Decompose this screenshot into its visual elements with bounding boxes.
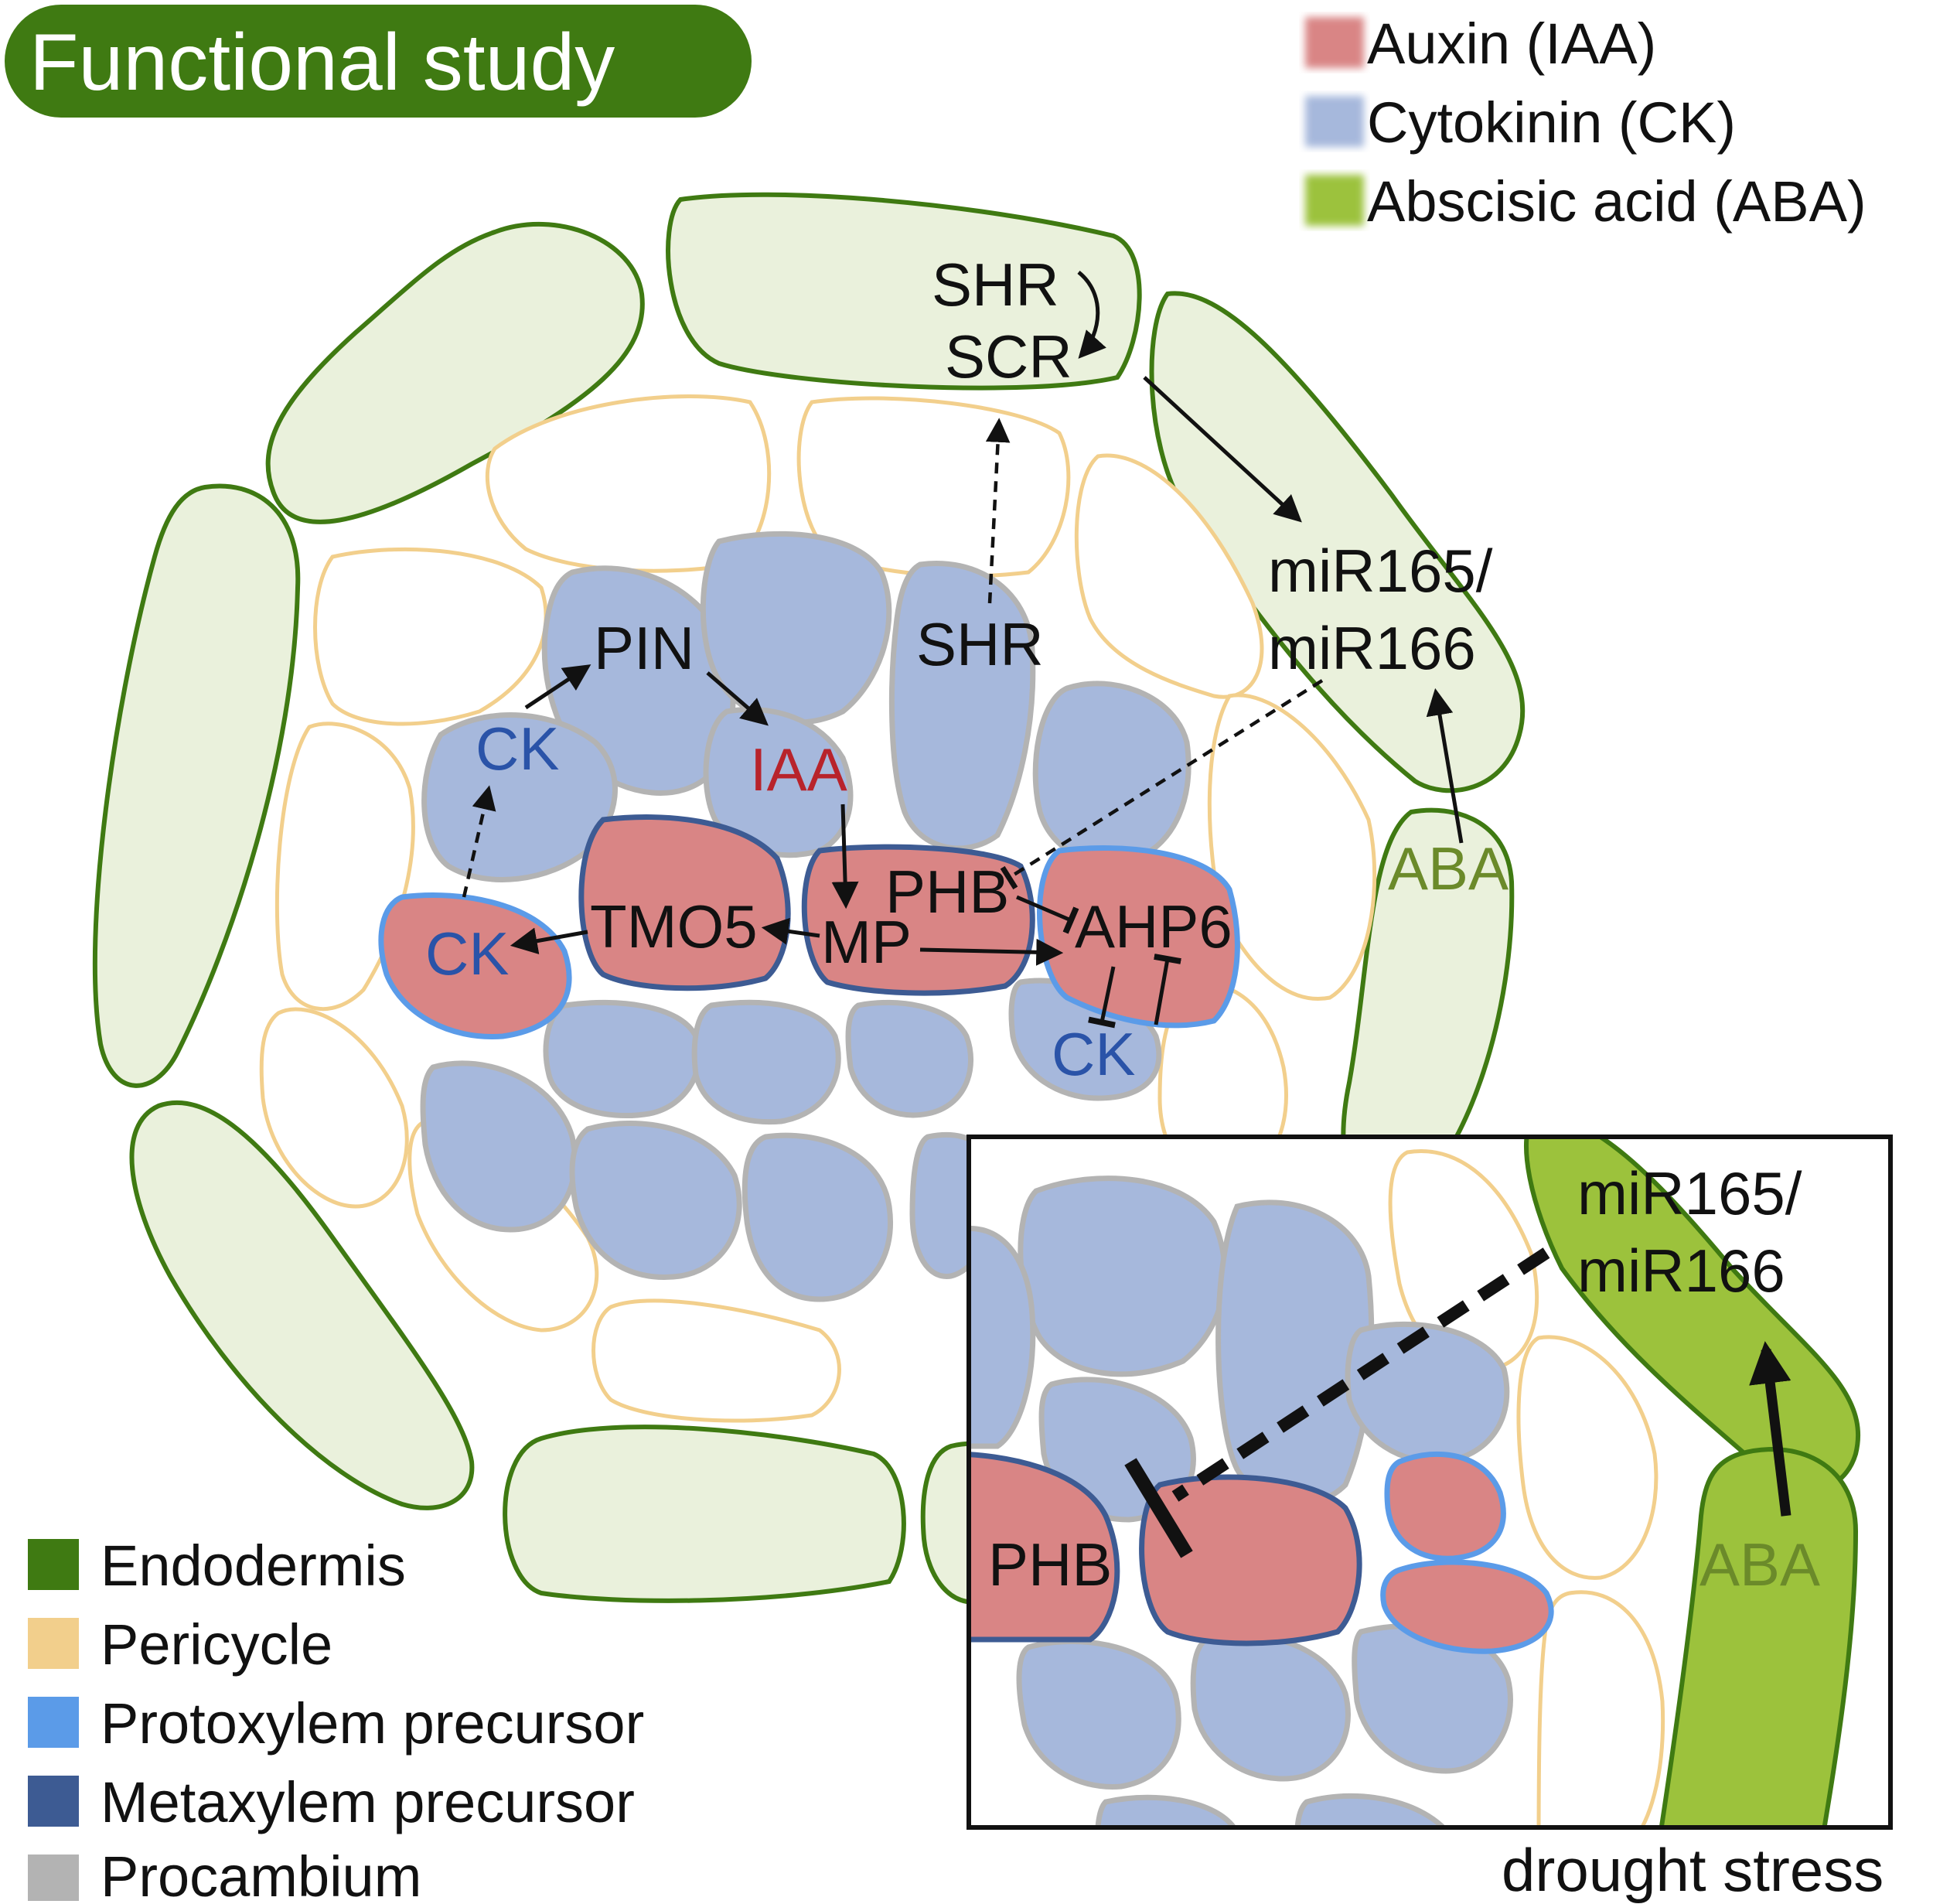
legend-swatch-cytokinin [1305, 96, 1364, 147]
label-phb: PHB [885, 858, 1009, 926]
inset-frame [966, 1135, 1893, 1830]
inhibit-ck-ahp6 [1154, 954, 1181, 1025]
inhibit-ahp6-ck [1088, 966, 1116, 1029]
arrow-shr-to-scr [1077, 271, 1106, 359]
endodermis-cell-top [666, 192, 1142, 391]
dashed-arrow-shr-to-scr [985, 418, 1011, 604]
inset-protoxylem-cell-lower [1380, 1559, 1554, 1654]
dashed-inhibit-mir165-phb [1000, 679, 1324, 890]
inset-inhibition-bar [1124, 1458, 1193, 1558]
procambium-cell-shr [888, 561, 1036, 851]
legend-label-endodermis: Endodermis [101, 1534, 406, 1598]
legend-label-procambium: Procambium [101, 1844, 421, 1904]
page-title: Functional study [29, 18, 615, 107]
label-shr-top: SHR [932, 251, 1059, 319]
legend-label-pericycle: Pericycle [101, 1612, 332, 1677]
label-mir166: miR166 [1268, 614, 1476, 682]
regulation-arrows [462, 271, 1464, 1029]
inset-metaxylem-cell-main [1139, 1474, 1362, 1646]
arrow-endodermis-to-mir165 [1143, 376, 1302, 523]
arrow-mp-to-ahp6 [919, 938, 1064, 966]
arrow-tmo5-to-ck [510, 927, 588, 954]
arrow-ck-to-pin [524, 664, 591, 710]
label-ck-right: CK [1052, 1020, 1135, 1088]
legend-label-aba: Abscisic acid (ABA) [1367, 169, 1867, 234]
inset-endodermis-cell-lower [1659, 1447, 1859, 1827]
legend-label-metaxylem: Metaxylem precursor [101, 1770, 635, 1834]
legend-swatch-auxin [1305, 17, 1364, 68]
endodermis-cell-lower-left [129, 1100, 475, 1510]
label-ahp6: AHP6 [1075, 892, 1232, 961]
label-mp: MP [821, 908, 912, 976]
main-labels: SHR SCR miR165/ miR166 PIN SHR CK IAA AB… [425, 251, 1509, 1088]
inhibit-phb-ahp6 [1016, 895, 1079, 934]
label-mir165: miR165/ [1268, 537, 1493, 605]
legend-swatch-aba [1305, 175, 1364, 226]
procambium-cell-right-upper [1032, 681, 1192, 865]
inset-label-phb: PHB [988, 1530, 1112, 1599]
label-ck-left: CK [425, 920, 509, 988]
pericycle-cells [259, 394, 1377, 1423]
legend-swatch-metaxylem [28, 1776, 79, 1827]
legend-label-auxin: Auxin (IAA) [1367, 12, 1656, 76]
metaxylem-cell-tmo5 [578, 814, 791, 991]
metaxylem-cell-mp [801, 844, 1035, 996]
legend-label-cytokinin: Cytokinin (CK) [1367, 90, 1736, 155]
inset-dashed-inhibit-mir165-phb [1171, 1247, 1550, 1502]
arrow-pin-to-iaa [706, 671, 769, 726]
inset-label-aba: ABA [1699, 1530, 1820, 1599]
inset-arrow-aba-to-mir165 [1749, 1341, 1792, 1517]
procambium-cell-top-center [700, 531, 892, 725]
arrow-iaa-to-mp [831, 804, 859, 909]
label-scr: SCR [945, 322, 1072, 391]
legend-swatch-procambium [28, 1855, 79, 1901]
inset-metaxylem-cell-phb [969, 1452, 1120, 1643]
hormone-legend: Auxin (IAA) Cytokinin (CK) Abscisic acid… [1305, 12, 1867, 234]
xylem-cells [378, 814, 1240, 1039]
tissue-legend: Endodermis Pericycle Protoxylem precurso… [28, 1534, 644, 1904]
inset-label-mir165: miR165/ [1577, 1159, 1802, 1227]
procambium-cells [420, 531, 1192, 1302]
title-badge: Functional study [5, 5, 752, 118]
endodermis-cell-upper-left-top [265, 221, 645, 524]
label-ck-upper: CK [476, 715, 559, 783]
inset-protoxylem-cell-upper [1384, 1451, 1506, 1561]
endodermis-cell-left [92, 483, 301, 1088]
inset-caption: drought stress [1502, 1836, 1884, 1904]
arrow-aba-to-mir165 [1426, 688, 1464, 844]
label-pin: PIN [594, 614, 694, 682]
label-aba: ABA [1388, 834, 1509, 903]
drought-inset: miR165/ miR166 PHB ABA drought stress [966, 1135, 1893, 1904]
legend-swatch-protoxylem [28, 1697, 79, 1748]
label-tmo5: TMO5 [590, 892, 758, 961]
legend-label-protoxylem: Protoxylem precursor [101, 1691, 644, 1756]
legend-swatch-pericycle [28, 1618, 79, 1669]
endodermis-cells [92, 192, 1526, 1605]
endodermis-cell-bottom [503, 1425, 906, 1603]
label-shr-mid: SHR [916, 610, 1044, 678]
arrow-mp-to-tmo5 [761, 917, 820, 945]
legend-swatch-endodermis [28, 1539, 79, 1590]
inset-label-mir166: miR166 [1577, 1237, 1785, 1305]
label-iaa: IAA [750, 735, 847, 804]
